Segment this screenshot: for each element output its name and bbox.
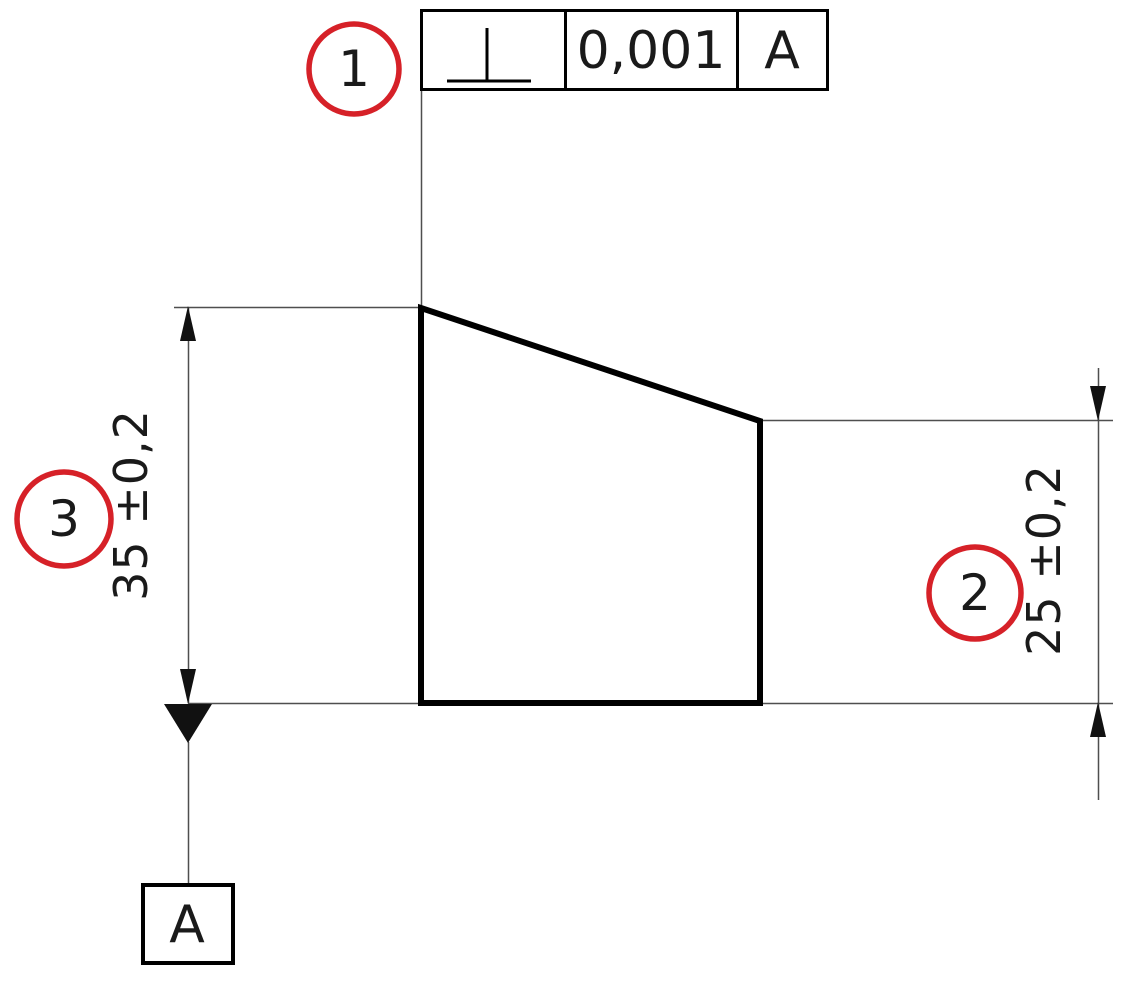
fcf-tolerance-value: 0,001 xyxy=(577,21,726,81)
right-dimension-label: 25 ±0,2 xyxy=(1017,464,1071,656)
arrow-up-icon xyxy=(180,306,196,341)
balloon-circle xyxy=(306,21,402,117)
perpendicularity-icon xyxy=(447,28,531,83)
balloon-number: 3 xyxy=(48,490,80,548)
left-dimension-label: 35 ±0,2 xyxy=(104,409,158,601)
datum-feature-symbol: A xyxy=(141,704,235,965)
balloon-callout-3: 3 xyxy=(14,469,114,569)
fcf-datum-reference: A xyxy=(764,21,800,81)
dimension-arrows xyxy=(180,306,1106,737)
fcf-border xyxy=(420,9,829,91)
arrow-down-icon xyxy=(180,669,196,704)
arrow-down-icon xyxy=(1090,386,1106,421)
balloon-circle xyxy=(926,544,1024,642)
balloon-callout-2: 2 xyxy=(926,544,1024,642)
arrow-up-icon xyxy=(1090,702,1106,737)
balloon-number: 2 xyxy=(959,564,991,622)
balloon-callout-1: 1 xyxy=(306,21,402,117)
datum-triangle-icon xyxy=(164,704,212,743)
balloon-number: 1 xyxy=(338,40,370,98)
datum-label: A xyxy=(169,895,205,955)
part-outline xyxy=(418,303,763,706)
feature-control-frame: 0,001 A xyxy=(420,9,829,91)
datum-label-box xyxy=(141,883,235,965)
balloon-circle xyxy=(14,469,114,569)
extension-lines xyxy=(174,89,1113,885)
